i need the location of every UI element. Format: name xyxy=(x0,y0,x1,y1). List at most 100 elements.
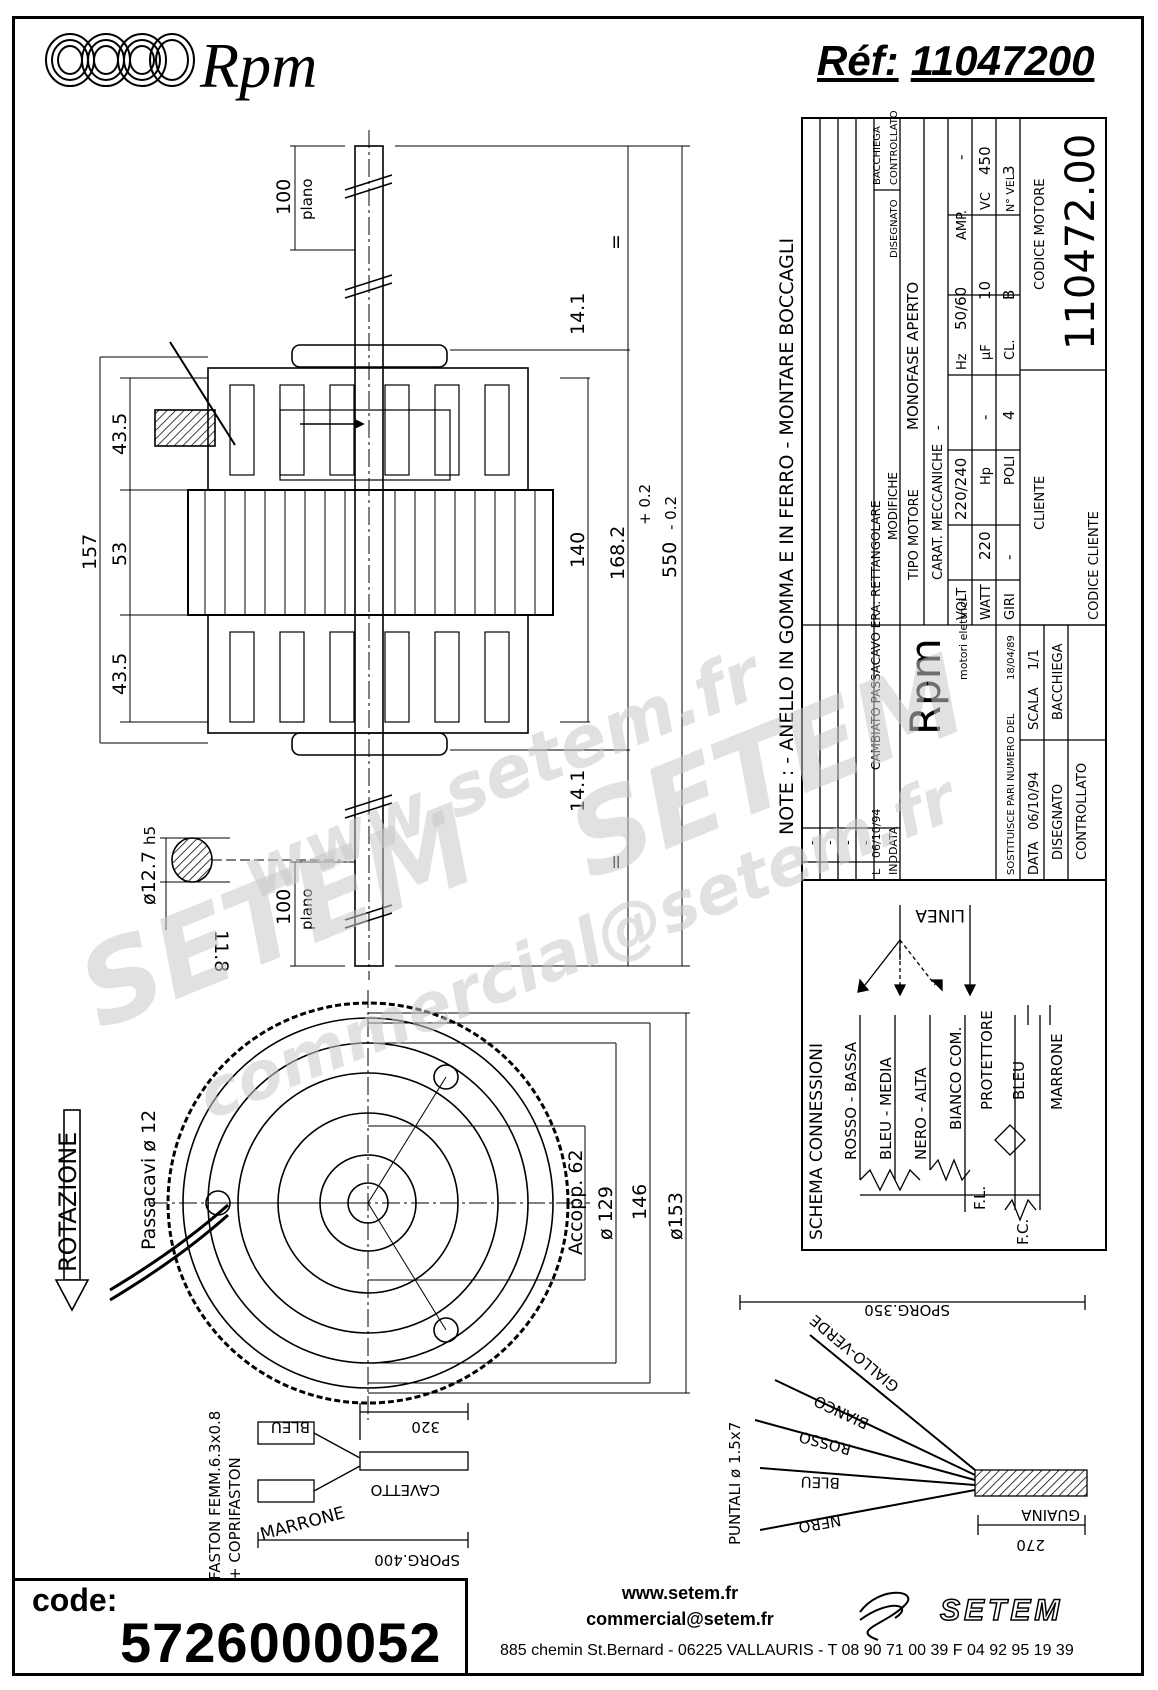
code-box xyxy=(12,1578,468,1676)
passacavi-label: Passacavi ø 12 xyxy=(138,1110,160,1250)
linea-label: LINEA xyxy=(915,905,965,925)
hz-label: Hz xyxy=(955,353,970,370)
vc-label: VC xyxy=(979,192,994,210)
side-view xyxy=(99,130,690,980)
dim-eq-bot: = xyxy=(605,854,627,870)
amp-label: AMP. xyxy=(955,210,970,240)
code-label: code: xyxy=(32,1582,118,1618)
giri-label: GIRI xyxy=(1003,593,1018,620)
dim-tol-plus: + 0.2 xyxy=(636,484,654,525)
cl-value: B xyxy=(1000,290,1018,300)
dim-plano-top: 100 xyxy=(273,179,295,215)
setem-brand-logo: SETEM xyxy=(939,1593,1064,1628)
data-value: 06/10/94 xyxy=(1027,772,1042,830)
faston-label: FASTON FEMM.6.3x0.8 xyxy=(206,1411,224,1580)
footer-contact: www.setem.fr commercial@setem.fr xyxy=(530,1580,830,1632)
setem-swirl-icon xyxy=(859,1591,909,1641)
sostituisce-value: 18/04/89 xyxy=(1006,635,1017,680)
rev-data: DATA xyxy=(887,826,900,855)
nvel-value: 3 xyxy=(1000,165,1018,175)
dim-accopp: Accopp. 62 xyxy=(565,1149,587,1255)
rev-ind: IND xyxy=(887,855,900,875)
rev-dash-1: - xyxy=(805,840,820,845)
hp-value: - xyxy=(976,415,994,420)
dim-14-1-bot: 14.1 xyxy=(567,770,589,812)
disegnato-label-2: DISEGNATO xyxy=(1051,784,1066,860)
controllato-label: CONTROLLATO xyxy=(889,110,900,185)
volt-label: VOLT xyxy=(955,588,970,620)
sporg350-label: SPORG.350 xyxy=(864,1301,950,1319)
code-value: 5726000052 xyxy=(120,1611,442,1674)
dim-plano-top-label: plano xyxy=(298,178,316,220)
cable-drawing xyxy=(257,1403,469,1548)
dim-14-1-top: 14.1 xyxy=(567,293,589,335)
ref-value: 11047200 xyxy=(910,37,1095,84)
cable-sporg400: SPORG.400 xyxy=(374,1551,460,1569)
wire-protettore: PROTETTORE xyxy=(978,1010,996,1110)
watt-label: WATT xyxy=(979,584,994,620)
lead-bleu: BLEU xyxy=(800,1473,840,1492)
dim-eq-top: = xyxy=(605,234,627,250)
wire-bianco: BIANCO COM. xyxy=(947,1027,965,1130)
fc-label: F.C. xyxy=(1014,1219,1032,1245)
carat-value: - xyxy=(931,425,946,430)
giri-value: - xyxy=(1000,555,1018,560)
cable-marrone: MARRONE xyxy=(258,1503,347,1545)
title-block-grid xyxy=(801,117,1107,881)
coprifaston-label: + COPRIFASTON xyxy=(226,1457,244,1580)
schema-title: SCHEMA CONNESSIONI xyxy=(807,1043,827,1240)
tb-brand-sub: motori elettrici xyxy=(957,599,970,680)
dim-flat: 11.8 xyxy=(210,930,232,972)
footer-email-link[interactable]: commercial@setem.fr xyxy=(586,1609,774,1629)
dim-168-2: 168.2 xyxy=(607,526,629,580)
dim-140: 140 xyxy=(567,532,589,568)
dim-plano-bot-label: plano xyxy=(298,888,316,930)
wire-marrone: MARRONE xyxy=(1048,1033,1066,1110)
sostituisce-label: SOSTITUISCE PARI NUMERO DEL xyxy=(1006,713,1017,875)
dim-d153: ø153 xyxy=(665,1192,687,1240)
rotation-label: ROTAZIONE xyxy=(54,1132,82,1272)
volt-value: 220/240 xyxy=(952,458,970,520)
note-text: NOTE : - ANELLO IN GOMMA E IN FERRO - MO… xyxy=(776,238,798,835)
nvel-label: N° VEL xyxy=(1004,173,1017,212)
amp-value: - xyxy=(952,155,970,160)
cl-label: CL. xyxy=(1003,340,1018,360)
poli-value: 4 xyxy=(1000,410,1018,420)
rev-date: 06/10/94 xyxy=(870,809,883,858)
modifiche-label: MODIFICHE xyxy=(886,472,900,540)
rev-dash-4: - xyxy=(859,840,874,845)
guaina-label: GUAINA xyxy=(1020,1506,1080,1524)
hz-value: 50/60 xyxy=(952,287,970,330)
dim-shaft-diameter: ø12.7 xyxy=(138,851,160,905)
disegnato-label: DISEGNATO xyxy=(889,199,900,258)
dim-shaft-tolerance: h5 xyxy=(141,826,159,845)
footer-website-link[interactable]: www.setem.fr xyxy=(621,1583,739,1603)
data-label: DATA xyxy=(1027,841,1042,875)
wire-nero: NERO - ALTA xyxy=(912,1067,930,1160)
cable-cavetto: CAVETTO xyxy=(371,1481,440,1499)
drawing-sheet xyxy=(12,16,1144,1676)
title-block-text: NOTE : - ANELLO IN GOMMA E IN FERRO - MO… xyxy=(776,110,1104,875)
dim-146: 146 xyxy=(629,1184,651,1220)
footer-address: 885 chemin St.Bernard - 06225 VALLAURIS … xyxy=(500,1642,1074,1659)
lead-giallo-verde: GIALLO-VERDE xyxy=(806,1311,902,1396)
puntali-label: PUNTALI ø 1.5x7 xyxy=(726,1422,744,1545)
watt-value: 220 xyxy=(976,531,994,560)
dim-plano-bot: 100 xyxy=(273,889,295,925)
wire-bleu: BLEU xyxy=(1010,1061,1028,1100)
change-description: CAMBIATO PASSACAVO ERA: RETTANGOLARE xyxy=(869,500,883,770)
codice-motore-label: CODICE MOTORE xyxy=(1033,179,1048,290)
scala-label: SCALA xyxy=(1027,687,1042,730)
tb-brand: Rpm xyxy=(901,638,950,735)
reference-number: Réf:11047200 xyxy=(805,38,1094,84)
fl-label: F.L. xyxy=(971,1186,989,1210)
front-view xyxy=(54,990,690,1420)
len270-label: 270 xyxy=(1016,1536,1045,1554)
leads-drawing xyxy=(739,1295,1088,1535)
tipo-motore-label: TIPO MOTORE xyxy=(907,489,922,581)
dim-53: 53 xyxy=(109,542,131,566)
dim-43-5-bot: 43.5 xyxy=(109,653,131,695)
lead-rosso: ROSSO xyxy=(797,1427,853,1458)
ref-label: Réf: xyxy=(817,37,899,84)
